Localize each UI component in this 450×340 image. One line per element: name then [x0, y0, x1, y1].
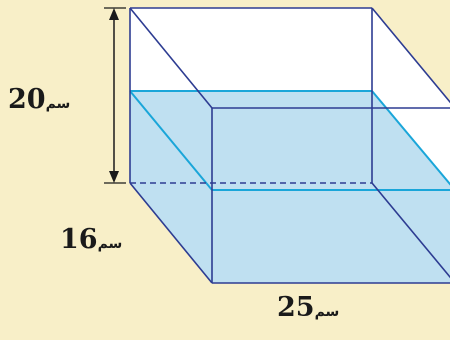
box-edges [129, 7, 450, 284]
water-left-face [130, 91, 212, 283]
width-label: سم25 [277, 294, 341, 321]
height-label: سم20 [8, 86, 72, 113]
width-value: 25 [277, 292, 315, 323]
water-surface-lines [129, 90, 450, 191]
depth-unit: سم [97, 236, 123, 252]
right-face-empty [372, 8, 450, 185]
height-unit: سم [45, 96, 71, 112]
water-right-face [372, 91, 450, 277]
width-unit: سم [314, 304, 340, 320]
height-arrow [104, 7, 126, 184]
depth-value: 16 [60, 224, 98, 255]
top-face [130, 8, 450, 108]
height-value: 20 [8, 84, 46, 115]
depth-label: سم16 [60, 226, 124, 253]
water-surface [130, 91, 450, 190]
